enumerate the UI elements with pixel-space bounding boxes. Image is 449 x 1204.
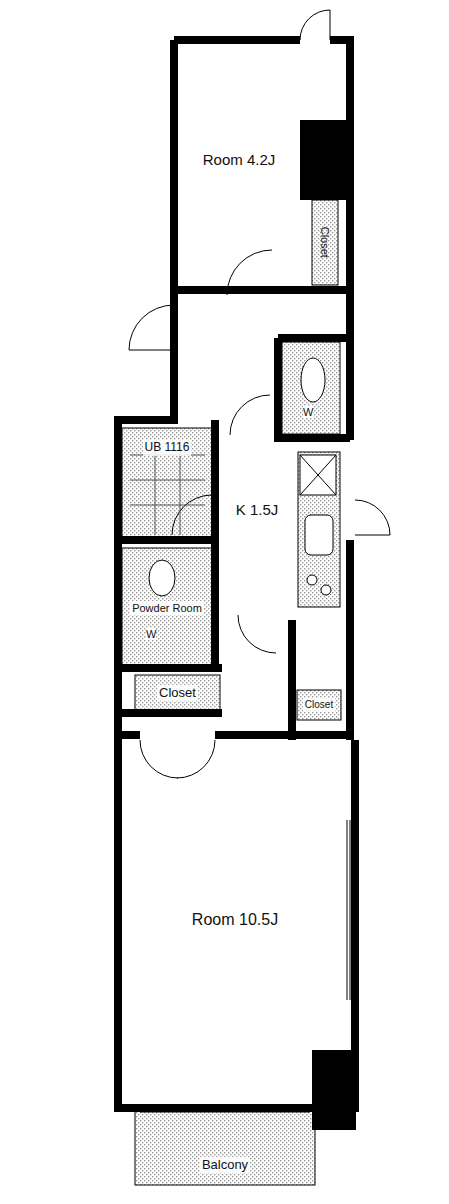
door-swing	[227, 250, 272, 295]
room-area: Closet	[312, 200, 338, 285]
wall	[118, 290, 350, 740]
kitchen-fill	[298, 452, 340, 607]
bath-fill	[122, 428, 212, 540]
closet-fill	[135, 675, 220, 711]
appliance-mark: W	[303, 406, 313, 418]
door-swing	[355, 500, 390, 535]
window	[347, 820, 350, 1000]
room-label: Closet	[303, 698, 335, 712]
door-swing	[172, 495, 212, 535]
room-label: Room 4.2J	[201, 150, 278, 169]
balcony-fill	[135, 1110, 315, 1185]
room-label: Powder Room	[130, 601, 204, 616]
wash-basin	[149, 560, 175, 596]
bath-tiles	[130, 440, 205, 535]
room-label: Closet	[318, 225, 333, 260]
room-area: Room 4.2J	[180, 60, 298, 260]
column	[312, 1050, 356, 1130]
door-swing	[140, 740, 215, 778]
closet-fill	[312, 200, 338, 285]
closet-fill	[297, 690, 341, 720]
room-area: Room 10.5J	[130, 820, 340, 1020]
wall	[118, 420, 350, 735]
room-area: Closet	[137, 678, 218, 708]
toilet	[301, 358, 325, 402]
room-area: UB 1116	[126, 432, 208, 464]
sink	[305, 515, 333, 555]
range-hood	[300, 455, 336, 495]
wall	[174, 40, 350, 300]
room-label: K 1.5J	[234, 500, 281, 519]
range-hood	[300, 455, 336, 495]
room-label: Room 10.5J	[190, 910, 280, 930]
room-area: Balcony	[140, 1150, 310, 1180]
burner	[321, 585, 331, 595]
door-swing	[230, 395, 270, 435]
room-area: Closet	[298, 692, 340, 718]
room-label: UB 1116	[143, 440, 192, 456]
room-area: Powder Room	[124, 590, 210, 626]
room-label: Closet	[157, 685, 198, 702]
door-swing	[300, 10, 330, 40]
room-label: Balcony	[200, 1157, 250, 1174]
wall	[278, 338, 350, 740]
powder-fill	[122, 548, 212, 665]
room-area: K 1.5J	[222, 470, 292, 550]
window	[140, 1108, 310, 1112]
appliance-mark: W	[146, 628, 156, 640]
toilet-fill	[282, 342, 340, 434]
column	[300, 120, 346, 200]
door-swing	[129, 305, 174, 350]
door-swing	[238, 615, 276, 653]
burner	[307, 575, 317, 585]
